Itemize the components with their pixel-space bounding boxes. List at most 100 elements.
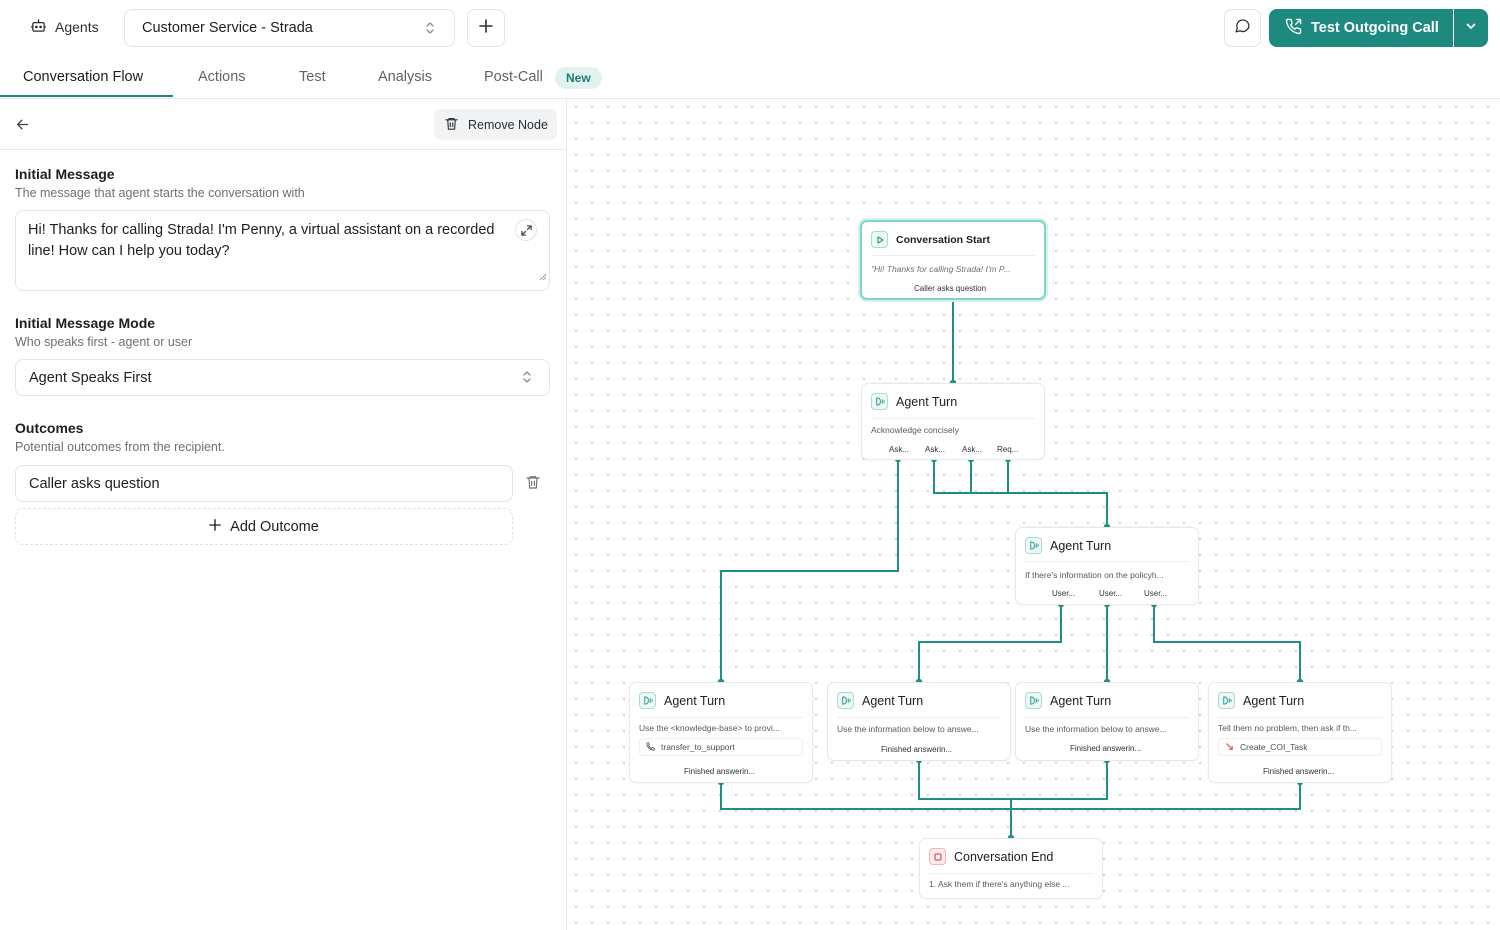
resize-handle-icon[interactable] bbox=[539, 267, 547, 288]
outcome-value: Caller asks question bbox=[29, 475, 160, 492]
initial-message-value: Hi! Thanks for calling Strada! I'm Penny… bbox=[28, 222, 495, 259]
tab-conversation-flow[interactable]: Conversation Flow bbox=[23, 69, 144, 85]
plus-icon bbox=[479, 18, 493, 38]
tool-name: Create_COI_Task bbox=[1240, 742, 1308, 752]
node-title: Conversation End bbox=[954, 849, 1054, 864]
node-conversation-start[interactable]: Conversation Start "Hi! Thanks for calli… bbox=[860, 220, 1046, 300]
node-description: Use the information below to answe... bbox=[837, 724, 979, 734]
node-outcome: Caller asks question bbox=[914, 284, 987, 293]
node-outcome: Finished answerin... bbox=[684, 767, 756, 776]
node-agent-turn-1[interactable]: Agent Turn Acknowledge concisely Ask... … bbox=[861, 383, 1045, 460]
node-outcome: Ask... bbox=[889, 445, 910, 454]
add-agent-button[interactable] bbox=[467, 9, 505, 47]
active-tab-indicator bbox=[0, 95, 173, 97]
agent-icon bbox=[871, 393, 888, 410]
node-title: Agent Turn bbox=[862, 693, 924, 708]
node-outcome: Finished answerin... bbox=[1070, 744, 1142, 753]
test-outgoing-call-label: Test Outgoing Call bbox=[1311, 20, 1439, 36]
agents-link[interactable]: Agents bbox=[30, 17, 99, 37]
node-agent-turn-5[interactable]: Agent Turn Use the information below to … bbox=[1015, 682, 1199, 761]
phone-outgoing-icon bbox=[1285, 18, 1302, 39]
stop-icon bbox=[929, 848, 946, 865]
node-outcome: Req... bbox=[997, 445, 1019, 454]
outcomes-title: Outcomes bbox=[15, 420, 84, 436]
outcomes-subtitle: Potential outcomes from the recipient. bbox=[15, 440, 225, 454]
chevron-updown-icon bbox=[424, 21, 436, 39]
chat-button[interactable] bbox=[1224, 9, 1261, 47]
node-outcome: User... bbox=[1144, 589, 1168, 598]
node-tool: Create_COI_Task bbox=[1218, 738, 1382, 756]
node-outcome: Finished answerin... bbox=[1263, 767, 1335, 776]
flow-canvas[interactable]: Conversation Start "Hi! Thanks for calli… bbox=[568, 99, 1500, 930]
node-description: Acknowledge concisely bbox=[871, 425, 959, 435]
node-description: "Hi! Thanks for calling Strada! I'm P... bbox=[871, 264, 1011, 274]
tab-bar: Conversation Flow Actions Test Analysis … bbox=[0, 58, 1500, 99]
node-outcome: Ask... bbox=[962, 445, 983, 454]
node-title: Agent Turn bbox=[1050, 538, 1112, 553]
node-description: Use the <knowledge-base> to provi... bbox=[639, 723, 780, 733]
expand-icon[interactable] bbox=[515, 219, 537, 241]
trash-icon bbox=[444, 116, 459, 134]
phone-transfer-icon bbox=[646, 741, 655, 753]
new-badge: New bbox=[555, 67, 602, 89]
node-description: 1. Ask them if there's anything else ... bbox=[929, 879, 1070, 889]
chat-bubble-icon bbox=[1234, 17, 1251, 39]
message-mode-value: Agent Speaks First bbox=[29, 369, 152, 386]
initial-message-title: Initial Message bbox=[15, 166, 115, 182]
initial-message-subtitle: The message that agent starts the conver… bbox=[15, 186, 305, 200]
node-outcome: User... bbox=[1099, 589, 1123, 598]
top-bar: Agents Customer Service - Strada Test Ou… bbox=[0, 0, 1500, 56]
tool-name: transfer_to_support bbox=[661, 742, 735, 752]
add-outcome-button[interactable]: Add Outcome bbox=[15, 508, 513, 545]
node-agent-turn-4[interactable]: Agent Turn Use the information below to … bbox=[827, 682, 1011, 761]
trash-icon[interactable] bbox=[525, 474, 541, 495]
remove-node-button[interactable]: Remove Node bbox=[434, 109, 557, 140]
chevron-updown-icon bbox=[521, 370, 533, 388]
call-options-dropdown[interactable] bbox=[1454, 9, 1488, 47]
agent-icon bbox=[1218, 692, 1235, 709]
node-title: Agent Turn bbox=[664, 693, 726, 708]
arrow-left-icon[interactable] bbox=[14, 116, 31, 138]
node-agent-turn-6[interactable]: Agent Turn Tell them no problem, then as… bbox=[1208, 682, 1392, 783]
message-mode-title: Initial Message Mode bbox=[15, 315, 156, 331]
edge-turn2-to-turn4 bbox=[918, 604, 1062, 682]
node-title: Agent Turn bbox=[896, 394, 958, 409]
agent-icon bbox=[837, 692, 854, 709]
play-icon bbox=[871, 231, 888, 248]
node-outcome: Finished answerin... bbox=[881, 745, 953, 754]
node-outcome: User... bbox=[1052, 589, 1076, 598]
tool-icon bbox=[1225, 742, 1234, 753]
edge-turn1-to-turn3 bbox=[720, 459, 899, 682]
node-agent-turn-3[interactable]: Agent Turn Use the <knowledge-base> to p… bbox=[629, 682, 813, 783]
node-description: Tell them no problem, then ask if th... bbox=[1218, 723, 1357, 733]
node-conversation-end[interactable]: Conversation End 1. Ask them if there's … bbox=[919, 838, 1103, 899]
tab-actions[interactable]: Actions bbox=[198, 69, 246, 85]
add-outcome-label: Add Outcome bbox=[230, 518, 319, 535]
agent-icon bbox=[1025, 692, 1042, 709]
node-description: Use the information below to answe... bbox=[1025, 724, 1167, 734]
bot-icon bbox=[30, 17, 47, 37]
agent-select[interactable]: Customer Service - Strada bbox=[124, 9, 455, 47]
edge-turn2-to-turn6 bbox=[1153, 604, 1301, 682]
tab-test[interactable]: Test bbox=[299, 69, 326, 85]
message-mode-select[interactable]: Agent Speaks First bbox=[15, 359, 550, 396]
node-title: Agent Turn bbox=[1243, 693, 1305, 708]
node-agent-turn-2[interactable]: Agent Turn If there's information on the… bbox=[1015, 527, 1199, 605]
plus-icon bbox=[209, 518, 221, 535]
node-title: Conversation Start bbox=[896, 233, 990, 246]
message-mode-subtitle: Who speaks first - agent or user bbox=[15, 335, 193, 349]
tab-analysis[interactable]: Analysis bbox=[378, 69, 432, 85]
panel-header: Remove Node bbox=[0, 99, 567, 150]
agent-icon bbox=[1025, 537, 1042, 554]
remove-node-label: Remove Node bbox=[468, 117, 548, 132]
test-outgoing-call-button[interactable]: Test Outgoing Call bbox=[1269, 9, 1453, 47]
outcome-input[interactable]: Caller asks question bbox=[15, 465, 513, 502]
agent-icon bbox=[639, 692, 656, 709]
agents-label: Agents bbox=[55, 19, 99, 35]
edge-turn1-to-turn2 bbox=[933, 459, 1108, 527]
initial-message-textarea[interactable]: Hi! Thanks for calling Strada! I'm Penny… bbox=[15, 210, 550, 291]
node-description: If there's information on the policyh... bbox=[1025, 570, 1164, 580]
node-title: Agent Turn bbox=[1050, 693, 1112, 708]
edge-turns-to-end bbox=[720, 760, 1301, 838]
tab-post-call[interactable]: Post-Call bbox=[484, 69, 543, 85]
